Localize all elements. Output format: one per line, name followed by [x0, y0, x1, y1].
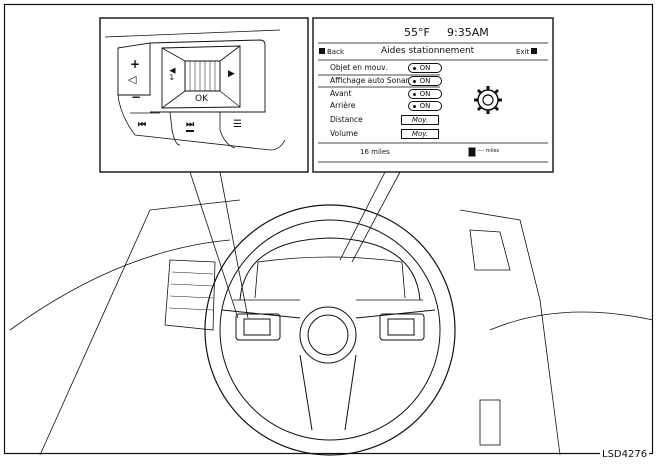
volume-up-icon[interactable]: +: [130, 57, 141, 71]
speaker-icon: ◁: [128, 73, 137, 86]
odometer: 16 miles: [360, 148, 390, 156]
toggle-avant[interactable]: ON: [408, 89, 442, 99]
figure-id: LSD4276: [600, 449, 650, 461]
previous-track-icon[interactable]: ⏮: [138, 120, 147, 130]
fuel-icon: [468, 147, 476, 157]
volume-down-icon[interactable]: −: [131, 90, 142, 104]
clock-time: 9:35AM: [447, 26, 489, 39]
toggle-affichage-auto-sonar[interactable]: ON: [408, 76, 442, 86]
back-label: Back: [327, 48, 344, 56]
next-track-icon[interactable]: ⏭: [186, 120, 195, 132]
temperature: 55°F: [404, 26, 430, 39]
setting-label: Arrière: [330, 101, 356, 110]
select-distance[interactable]: Moy.: [401, 115, 439, 125]
screen-title: Aides stationnement: [381, 46, 475, 56]
menu-list-icon[interactable]: ☰: [233, 119, 242, 130]
fuel-range: ---- miles: [477, 148, 500, 154]
setting-label: Distance: [330, 115, 363, 124]
back-arrow-icon[interactable]: ↩▲: [167, 67, 177, 81]
gear-icon: [474, 86, 502, 114]
right-arrow-icon[interactable]: ▶: [228, 69, 235, 79]
toggle-objet-en-mouv[interactable]: ON: [408, 63, 442, 73]
back-button[interactable]: Back: [319, 48, 344, 56]
exit-button[interactable]: Exit: [516, 48, 538, 56]
setting-label: Avant: [330, 89, 352, 98]
select-volume[interactable]: Moy.: [401, 129, 439, 139]
toggle-arriere[interactable]: ON: [408, 101, 442, 111]
exit-label: Exit: [516, 48, 530, 56]
setting-label: Volume: [330, 129, 358, 138]
setting-label: Objet en mouv.: [330, 63, 388, 72]
setting-label: Affichage auto Sonar: [330, 76, 409, 85]
ok-button[interactable]: OK: [195, 94, 208, 104]
